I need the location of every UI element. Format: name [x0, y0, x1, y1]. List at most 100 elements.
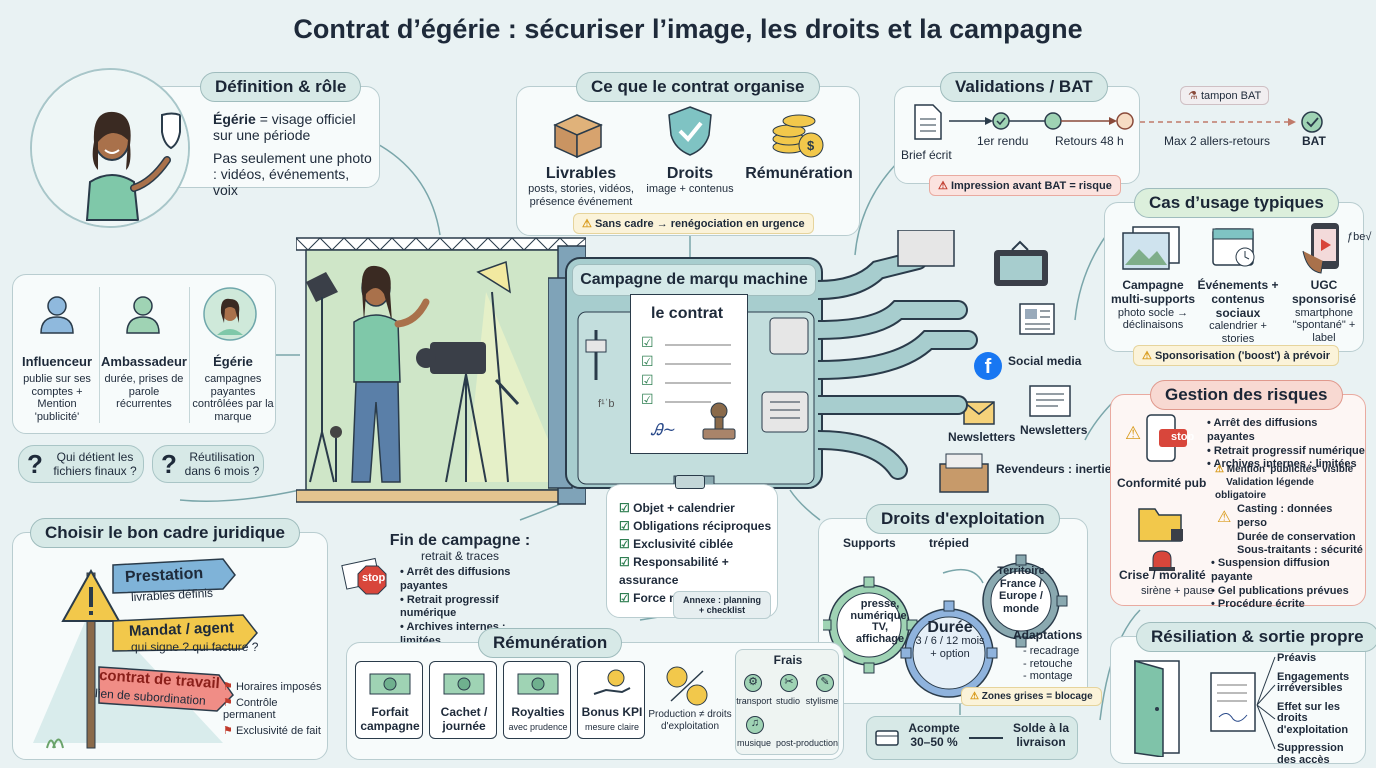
output-newsletters-2: Newsletters: [1020, 423, 1088, 437]
exit-list: Préavis Engagements irréversibles Effet …: [1277, 652, 1350, 766]
page-title: Contrat d’égérie : sécuriser l’image, le…: [293, 14, 1083, 44]
roles-card: Influenceur publie sur ses comptes + Men…: [12, 274, 276, 434]
flag-horaires: ⚑ Horaires imposés: [223, 681, 322, 693]
checklist-item: ☑ Objet + calendrier: [619, 501, 735, 515]
usage-campagne-desc: photo socle → déclinaisons: [1117, 306, 1189, 332]
legal-heading: Choisir le bon cadre juridique: [30, 518, 300, 548]
organise-heading: Ce que le contrat organise: [576, 72, 820, 102]
validations-card: Brief écrit 1er rendu Retours 48 h ⚠ Imp…: [894, 86, 1140, 196]
user-icon: [126, 296, 160, 334]
sign-mandat: Mandat / agent: [128, 619, 235, 640]
pay-card: Forfait campagne Cachet / journée Royalt…: [346, 642, 844, 760]
role-title-egerie: Égérie: [213, 354, 253, 369]
legal-card: Prestation livrables définis Mandat / ag…: [12, 532, 328, 760]
usage-campagne: Campagne multi-supports: [1111, 278, 1195, 306]
gear-duree-title: Durée: [927, 619, 973, 636]
sign-mandat-sub: qui signe ? qui facture ?: [131, 640, 259, 654]
output-pipes: [818, 230, 978, 480]
pay-royalties: Royalties avec prudence: [503, 661, 571, 739]
document-signed-icon: [1210, 672, 1256, 732]
gear-duree-text: 3 / 6 / 12 mois + option: [915, 635, 985, 660]
box-icon: [553, 114, 603, 159]
pay-royalties-label: Royalties: [511, 705, 565, 719]
stamp-icon: ⚗: [1188, 90, 1198, 102]
risk-crise-list: • Suspension diffusion payante• Gel publ…: [1211, 557, 1349, 611]
smartphone-icon: [1302, 223, 1339, 274]
machine-tag: f¹ˈb: [598, 398, 615, 410]
calendar-icon: [1212, 228, 1255, 267]
risks-card: ⚠ stop Conformité pub • Arrêt des diffus…: [1110, 394, 1366, 610]
step-rendu: 1er rendu: [977, 134, 1029, 148]
step-retours: Retours 48 h: [1055, 134, 1124, 148]
definition-term: Égérie: [213, 111, 256, 127]
workflow-line-extended: [1140, 111, 1323, 133]
flag-icon: ⚑: [223, 681, 233, 693]
user-icon: [40, 296, 74, 334]
flag-exclusivite: ⚑ Exclusivité de fait: [223, 724, 321, 737]
egerie-avatar-icon: [203, 287, 257, 341]
risk-conformite-warning: ⚠ Mention 'publicités' visible Validatio…: [1215, 464, 1354, 501]
fees-title: Frais: [773, 653, 803, 667]
stylisme-icon: ✎: [816, 674, 834, 692]
stamp-icon: [702, 402, 736, 440]
risk-conformite-title: Conformité pub: [1117, 476, 1207, 490]
signature-icon: Ꭿ~: [651, 420, 676, 439]
end-heading: Fin de campagne :: [389, 532, 531, 549]
fee-transport: transport: [736, 696, 772, 706]
validations-warning: ⚠ Impression avant BAT = risque: [929, 175, 1121, 196]
pay-royalties-sub: avec prudence: [508, 722, 568, 732]
step-brief: Brief écrit: [901, 148, 952, 162]
flag-icon: ⚑: [223, 724, 233, 737]
rights-card: Supports trépied presse, numérique, TV, …: [818, 518, 1102, 706]
studio-illustration: [296, 237, 586, 505]
phone-stop-icon: [1146, 414, 1187, 462]
tv-icon: [994, 240, 1048, 286]
pay-production-note: Production ≠ droits d'exploitation: [648, 709, 732, 732]
usage-evenements-desc: calendrier + stories: [1209, 320, 1267, 346]
role-title-ambassadeur: Ambassadeur: [101, 354, 187, 369]
machine-title: Campagne de marqu machine: [572, 264, 816, 297]
question-files-text: Qui détient les fichiers finaux ?: [53, 450, 137, 478]
deposit-acompte: Acompte 30–50 %: [908, 721, 960, 749]
output-social: Social media: [1008, 354, 1082, 368]
annex-badge: Annexe : planning + checklist: [673, 591, 771, 619]
fees-box: Frais ⚙ ✂ ✎ transport studio stylisme ♫ …: [735, 649, 839, 755]
rights-adapt-list: - recadrage- retouche- montage: [1023, 645, 1080, 683]
phone-caption: ƒbe√: [1347, 231, 1372, 243]
organise-remuneration: Rémunération: [745, 165, 853, 182]
step-bat: BAT: [1302, 134, 1326, 148]
box-icon: [939, 453, 989, 493]
contract-doc-title: le contrat: [651, 305, 724, 322]
validations-heading: Validations / BAT: [940, 72, 1108, 102]
organise-livrables: Livrables: [545, 165, 617, 182]
rights-heading: Droits d'exploitation: [866, 504, 1060, 534]
organise-droits-desc: image + contenus: [646, 183, 734, 196]
newspaper-icon: [1019, 303, 1055, 335]
stop-sign-icon: [341, 557, 387, 595]
step-max: Max 2 allers-retours: [1164, 134, 1271, 148]
checklist-item: ☑ Obligations réciproques: [619, 519, 772, 533]
role-desc-egerie: campagnes payantes contrôlées par la mar…: [192, 372, 274, 423]
usage-warning: ⚠ Sponsorisation ('boost') à prévoir: [1133, 345, 1340, 366]
fee-studio: studio: [775, 696, 801, 706]
document-icon: [914, 104, 942, 140]
end-stop-label: stop: [362, 572, 386, 584]
cash-icon: [369, 673, 411, 695]
pay-forfait-label: Forfait campagne: [360, 705, 420, 733]
shield-check-icon: [668, 106, 712, 156]
egerie-portrait: [30, 68, 190, 228]
gear-territoire-text: Territoire France / Europe / monde: [997, 565, 1045, 615]
warning-icon: ⚠: [582, 218, 592, 230]
stamp-badge: ⚗ tampon BAT: [1180, 86, 1270, 105]
door-icon: [1134, 660, 1180, 757]
checklist-item: ☑ Responsabilité + assurance: [619, 555, 729, 587]
usage-ugc: UGC sponsorisé: [1291, 278, 1357, 306]
warning-icon: ⚠: [1215, 464, 1224, 475]
pay-bonus: Bonus KPI mesure claire: [577, 661, 645, 739]
rights-supports: Supports: [843, 536, 896, 550]
output-revendeurs: Revendeurs : inertie: [996, 462, 1112, 476]
facebook-icon: f: [974, 352, 1002, 380]
role-desc-ambassadeur: durée, prises de parole récurrentes: [104, 372, 184, 411]
risk-crise-title: Crise / moralité: [1119, 568, 1206, 582]
